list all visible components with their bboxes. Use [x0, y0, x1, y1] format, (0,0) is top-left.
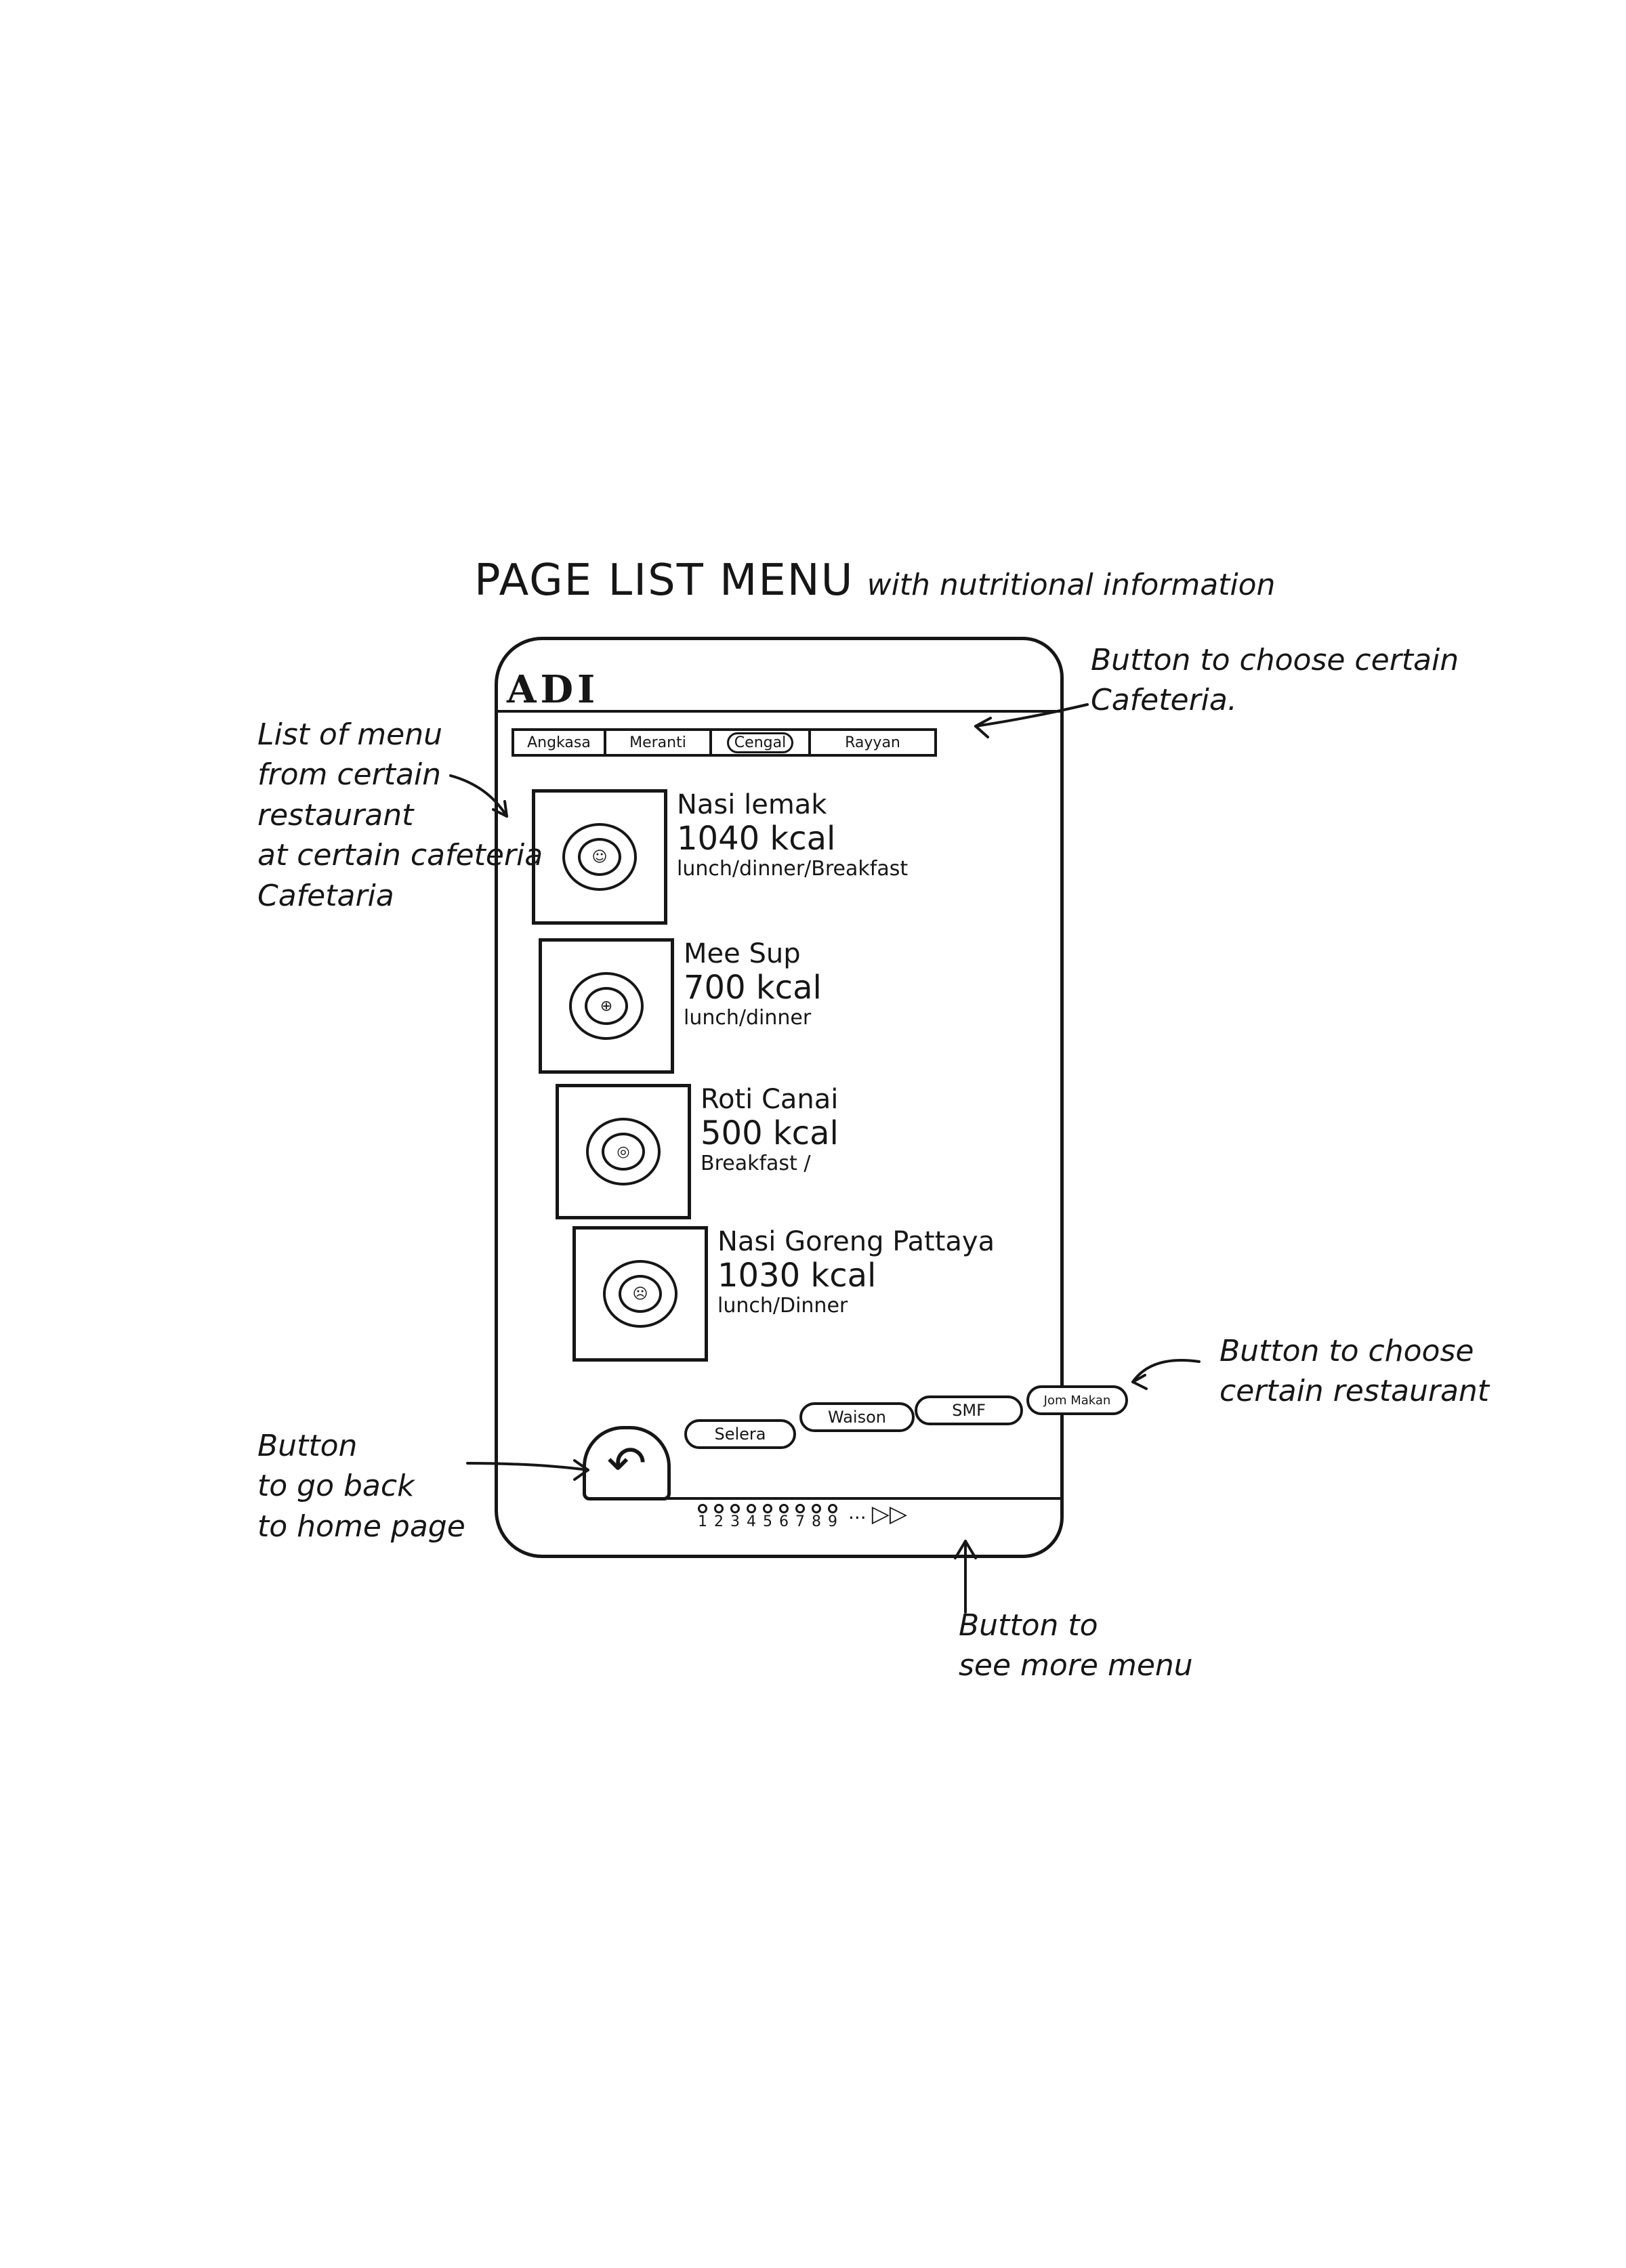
tab-label: Meranti — [629, 734, 686, 751]
restaurant-button-selera[interactable]: Selera — [684, 1419, 796, 1449]
restaurant-button-label: Selera — [714, 1425, 766, 1444]
page-8-link[interactable]: 8 — [812, 1504, 821, 1530]
food-thumbnail: ⊕ — [539, 938, 674, 1074]
pagination: 1 2 3 4 5 6 7 8 9 ... ▷▷ — [698, 1500, 907, 1530]
annotation-back-button: Button to go back to home page — [257, 1429, 465, 1544]
menu-item[interactable]: ☺ Nasi lemak 1040 kcal lunch/dinner/Brea… — [532, 789, 908, 925]
item-name: Roti Canai — [701, 1084, 839, 1115]
heading-main: PAGE LIST MENU — [474, 555, 854, 606]
restaurant-button-waison[interactable]: Waison — [799, 1402, 915, 1432]
food-thumbnail: ☺ — [532, 789, 667, 925]
plate-icon: ☹ — [603, 1260, 678, 1328]
restaurant-button-label: SMF — [952, 1401, 986, 1420]
item-name: Mee Sup — [684, 938, 801, 969]
next-page-button[interactable]: ▷▷ — [871, 1500, 907, 1528]
page-1-link[interactable]: 1 — [698, 1504, 707, 1530]
header-divider — [497, 710, 1062, 713]
menu-item[interactable]: ◎ Roti Canai 500 kcal Breakfast / — [556, 1084, 839, 1219]
arrow-to-menu-list — [449, 774, 508, 818]
item-calories: 700 kcal — [684, 969, 822, 1007]
tab-label: Rayyan — [845, 734, 900, 751]
menu-item[interactable]: ⊕ Mee Sup 700 kcal lunch/dinner — [539, 938, 822, 1074]
page-7-link[interactable]: 7 — [795, 1504, 805, 1530]
item-calories: 1040 kcal — [677, 820, 836, 858]
page-6-link[interactable]: 6 — [779, 1504, 789, 1530]
tab-angkasa[interactable]: Angkasa — [512, 728, 606, 757]
annotation-more-menu: Button to see more menu — [959, 1608, 1193, 1683]
page-heading: PAGE LIST MENU with nutritional informat… — [474, 555, 1275, 606]
annotation-menu-list: List of menu from certain restaurant at … — [257, 717, 543, 913]
annotation-choose-cafeteria: Button to choose certain Cafeteria. — [1091, 643, 1459, 718]
arrow-to-back-button — [466, 1462, 589, 1471]
item-meal-time: lunch/dinner — [684, 1006, 812, 1030]
tab-label: Cengal — [726, 732, 794, 753]
tab-meranti[interactable]: Meranti — [604, 728, 712, 757]
arrow-to-restaurant-buttons — [1131, 1359, 1201, 1383]
back-arrow-icon: ↶ — [606, 1435, 647, 1491]
item-meal-time: lunch/Dinner — [717, 1294, 848, 1318]
plate-icon: ☺ — [562, 823, 637, 891]
phone-frame — [495, 637, 1064, 1558]
restaurant-button-label: Waison — [828, 1408, 886, 1427]
page-4-link[interactable]: 4 — [747, 1504, 756, 1530]
menu-item[interactable]: ☹ Nasi Goreng Pattaya 1030 kcal lunch/Di… — [572, 1226, 995, 1362]
item-name: Nasi Goreng Pattaya — [717, 1226, 995, 1257]
app-title: ADI — [507, 667, 600, 712]
item-meal-time: lunch/dinner/Breakfast — [677, 857, 909, 881]
plate-icon: ◎ — [586, 1118, 661, 1185]
item-meal-time: Breakfast / — [701, 1152, 811, 1176]
restaurant-button-smf[interactable]: SMF — [915, 1395, 1023, 1425]
food-thumbnail: ☹ — [572, 1226, 708, 1362]
cafeteria-tabs: Angkasa Meranti Cengal Rayyan — [512, 728, 937, 757]
food-thumbnail: ◎ — [556, 1084, 691, 1219]
item-calories: 1030 kcal — [717, 1257, 877, 1295]
annotation-choose-restaurant: Button to choose certain restaurant — [1220, 1334, 1490, 1409]
pagination-ellipsis: ... — [848, 1501, 867, 1524]
item-calories: 500 kcal — [701, 1114, 839, 1152]
page-5-link[interactable]: 5 — [763, 1504, 772, 1530]
restaurant-button-label: Jom Makan — [1043, 1393, 1111, 1408]
heading-sub: with nutritional information — [867, 568, 1276, 602]
arrow-to-cafeteria-tabs — [974, 703, 1089, 728]
page-9-link[interactable]: 9 — [828, 1504, 837, 1530]
plate-icon: ⊕ — [569, 972, 644, 1040]
footer-divider — [586, 1497, 1060, 1500]
page-2-link[interactable]: 2 — [714, 1504, 724, 1530]
page-3-link[interactable]: 3 — [730, 1504, 740, 1530]
tab-label: Angkasa — [527, 734, 591, 751]
item-name: Nasi lemak — [677, 789, 827, 820]
tab-rayyan[interactable]: Rayyan — [808, 728, 937, 757]
restaurant-button-jom-makan[interactable]: Jom Makan — [1026, 1385, 1128, 1415]
